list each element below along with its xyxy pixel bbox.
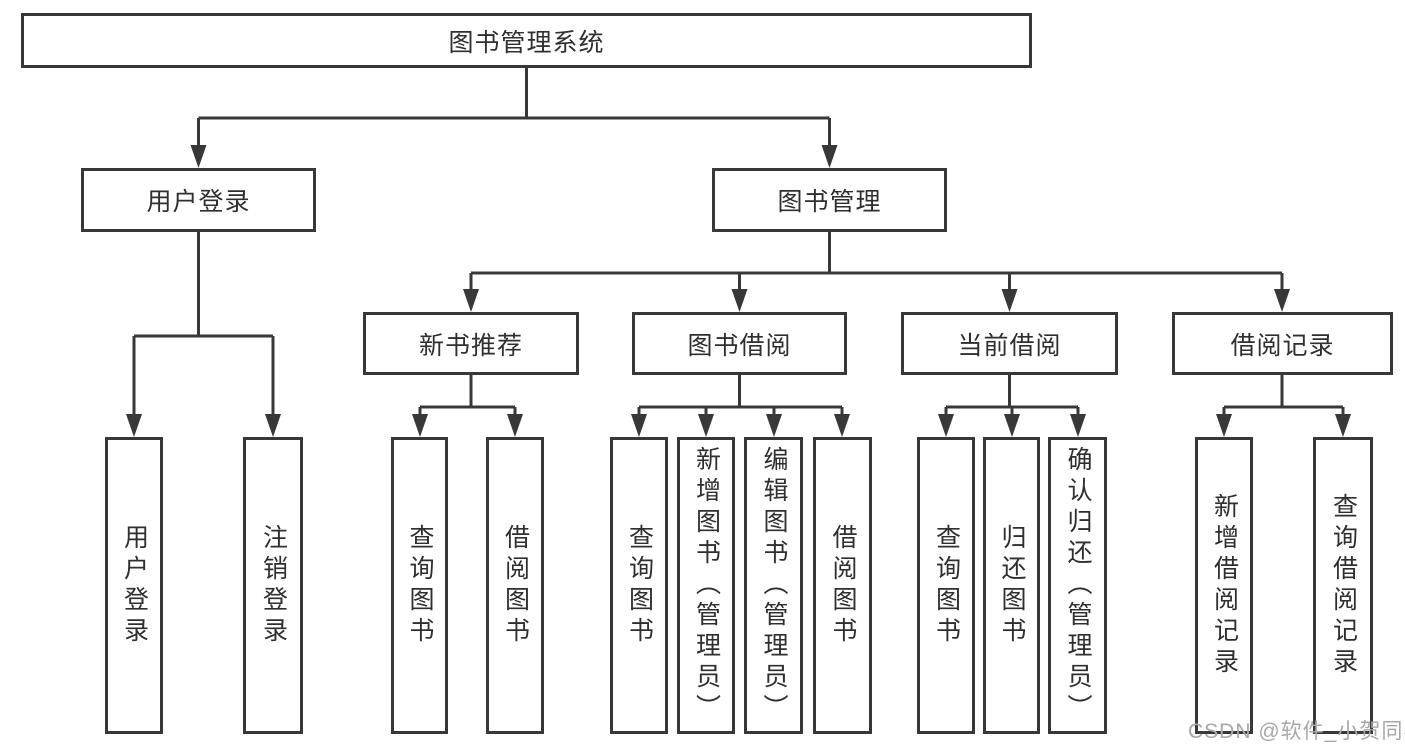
node-leaf-borrow-books-1: 借阅图书 — [486, 437, 544, 734]
node-leaf-query-books-2: 查询图书 — [610, 437, 668, 734]
connector-borrowing-records-to-leaves — [1216, 375, 1351, 437]
node-leaf-borrow-books-2: 借阅图书 — [813, 437, 872, 734]
node-leaf-borrow-books-1-label: 借阅图书 — [501, 523, 530, 648]
node-book-management-label: 图书管理 — [777, 188, 882, 216]
arrowhead — [631, 414, 850, 437]
node-leaf-add-books-admin: 新增图书（管理员） — [677, 437, 735, 734]
connector-book-management-to-level3 — [463, 232, 1290, 312]
node-leaf-return-books: 归还图书 — [983, 437, 1040, 734]
node-user-login: 用户登录 — [81, 168, 316, 232]
node-current-borrowing: 当前借阅 — [901, 312, 1118, 375]
node-leaf-user-login-label: 用户登录 — [120, 523, 149, 648]
connector-user-login-to-leaves — [126, 232, 281, 437]
connector-new-book-recommend-to-leaves — [412, 375, 523, 437]
node-leaf-query-books-3-label: 查询图书 — [932, 523, 961, 648]
node-leaf-edit-books-admin: 编辑图书（管理员） — [744, 437, 803, 734]
node-leaf-query-books-2-label: 查询图书 — [625, 523, 654, 648]
node-leaf-query-borrow-record-label: 查询借阅记录 — [1329, 492, 1358, 679]
node-book-borrowing-label: 图书借阅 — [687, 331, 792, 360]
node-leaf-add-borrow-record-label: 新增借阅记录 — [1210, 492, 1239, 679]
node-book-management: 图书管理 — [712, 168, 947, 232]
node-library-management-system: 图书管理系统 — [21, 13, 1032, 68]
node-leaf-user-login: 用户登录 — [105, 437, 163, 734]
arrowhead — [126, 414, 281, 437]
node-leaf-query-borrow-record: 查询借阅记录 — [1313, 437, 1373, 734]
arrowhead — [1216, 414, 1351, 437]
csdn-watermark: CSDN @软件_小贺同学 — [1188, 720, 1405, 743]
connector-root-to-level2 — [190, 68, 838, 168]
arrowhead — [463, 289, 1290, 312]
arrowhead — [190, 145, 838, 168]
node-leaf-confirm-return-admin-label: 确认归还（管理员） — [1064, 446, 1092, 725]
connector-book-borrowing-to-leaves — [631, 375, 850, 437]
node-leaf-query-books-1: 查询图书 — [391, 437, 448, 734]
node-user-login-label: 用户登录 — [146, 188, 251, 216]
node-current-borrowing-label: 当前借阅 — [957, 331, 1062, 360]
arrowhead — [938, 414, 1086, 437]
node-leaf-logout: 注销登录 — [243, 437, 303, 734]
node-leaf-query-books-3: 查询图书 — [917, 437, 975, 734]
node-leaf-add-books-admin-label: 新增图书（管理员） — [692, 446, 721, 725]
node-book-borrowing: 图书借阅 — [632, 312, 847, 375]
node-leaf-add-borrow-record: 新增借阅记录 — [1195, 437, 1253, 734]
node-new-book-recommend-label: 新书推荐 — [418, 331, 523, 360]
connector-current-borrowing-to-leaves — [938, 375, 1086, 437]
node-leaf-confirm-return-admin: 确认归还（管理员） — [1048, 437, 1107, 734]
node-leaf-query-books-1-label: 查询图书 — [406, 523, 434, 648]
node-borrowing-records: 借阅记录 — [1172, 312, 1393, 375]
node-leaf-edit-books-admin-label: 编辑图书（管理员） — [760, 446, 788, 725]
node-new-book-recommend: 新书推荐 — [363, 312, 579, 375]
node-leaf-return-books-label: 归还图书 — [998, 523, 1026, 648]
node-borrowing-records-label: 借阅记录 — [1230, 331, 1335, 360]
arrowhead — [412, 414, 523, 437]
node-leaf-logout-label: 注销登录 — [259, 523, 288, 648]
node-leaf-borrow-books-2-label: 借阅图书 — [829, 523, 857, 648]
node-library-management-system-label: 图书管理系统 — [448, 28, 605, 57]
